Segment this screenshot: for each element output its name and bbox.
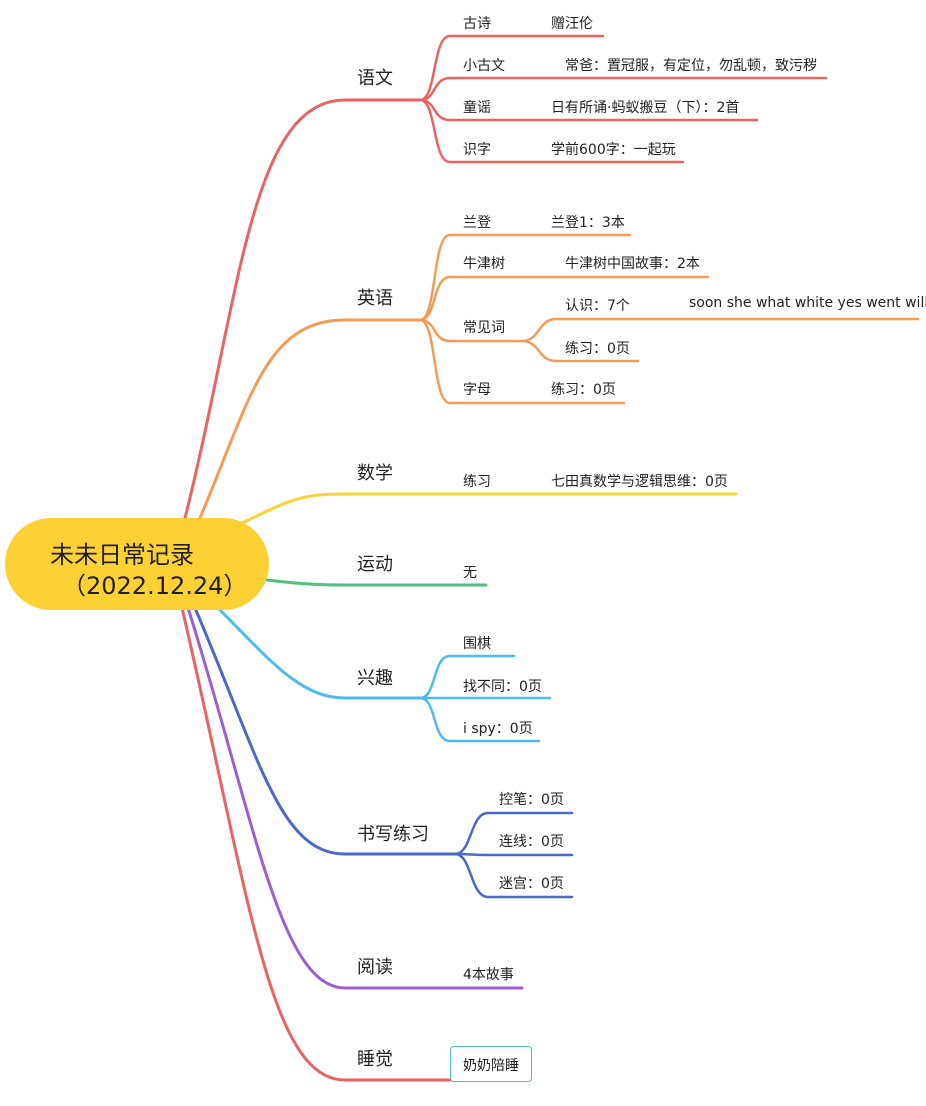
sub-label-landeng[interactable]: 兰登 [463,215,491,231]
sub-label-gushi-books[interactable]: 4本故事 [463,967,514,983]
sub-label-kongbi[interactable]: 控笔：0页 [499,792,564,808]
branch-label-yundong[interactable]: 运动 [357,554,393,575]
sub-label-xiaoguwen[interactable]: 小古文 [463,58,505,74]
connector-migong [453,852,574,899]
sub-label-ispy[interactable]: i spy：0页 [463,721,533,737]
connector-root-yuedu [186,606,524,990]
detail-gushi: 赠汪伦 [551,16,593,32]
root-node[interactable] [5,518,269,610]
sub-label-renshi[interactable]: 认识：7个 [565,298,630,314]
sub-label-niujinshu[interactable]: 牛津树 [463,256,505,272]
branch-label-shuijiao[interactable]: 睡觉 [357,1049,393,1070]
connector-niujinshu [418,275,710,322]
detail-shuxue-lianxi: 七田真数学与逻辑思维：0页 [551,474,728,490]
sub-label-changjianci-lianxi[interactable]: 练习：0页 [565,341,630,357]
detail-landeng: 兰登1：3本 [551,215,625,231]
sub-label-gushi[interactable]: 古诗 [463,16,491,32]
branch-label-yuedu[interactable]: 阅读 [357,957,393,978]
detail-renshi: soon she what white yes went will [689,295,926,311]
connector-weiqi [418,654,516,700]
root-title: 未未日常记录 [50,541,194,569]
connector-shizi [418,98,685,164]
connector-root-yuwen [183,98,422,520]
sub-label-changjianci[interactable]: 常见词 [463,320,505,336]
sub-label-migong[interactable]: 迷宫：0页 [499,876,564,892]
connector-lianxian [453,852,574,857]
connector-kongbi [453,811,574,856]
connector-root-shuijiao [180,606,452,1082]
connector-root-shuxie [193,606,457,856]
branch-label-yuwen[interactable]: 语文 [357,68,393,89]
branch-label-xingqu[interactable]: 兴趣 [357,668,393,689]
sub-label-zimu[interactable]: 字母 [463,382,491,398]
detail-tongyao: 日有所诵·蚂蚁搬豆（下）：2首 [551,100,740,116]
sub-label-shizi[interactable]: 识字 [463,142,491,158]
branch-label-shuxie[interactable]: 书写练习 [357,824,429,845]
connector-landeng [418,233,632,322]
branch-label-shuxue[interactable]: 数学 [357,463,393,484]
sub-label-shuxue-lianxi[interactable]: 练习 [463,474,491,490]
sub-label-tongyao[interactable]: 童谣 [463,100,491,116]
sub-label-zhaobutong[interactable]: 找不同：0页 [463,679,542,695]
connector-root-yundong [265,578,488,587]
connector-xiaoguwen [418,76,828,102]
detail-xiaoguwen: 常爸：置冠服，有定位，勿乱顿，致污秽 [565,58,817,74]
detail-niujinshu: 牛津树中国故事：2本 [565,256,700,272]
connector-root-yingyu [198,318,422,520]
connector-changjianci-lianxi [520,339,640,363]
sub-label-nainai[interactable]: 奶奶陪睡 [463,1058,519,1074]
sub-label-wu[interactable]: 无 [463,565,477,581]
connector-zimu [418,318,626,405]
connector-renshi [520,317,920,343]
sub-label-weiqi[interactable]: 围棋 [463,636,491,652]
sleep-item-box[interactable] [450,1046,532,1082]
connector-root-shuxue [238,492,738,526]
connector-gushi [418,34,605,102]
root-date: （2022.12.24） [62,572,248,600]
connector-ispy [418,696,541,743]
connector-root-xingqu [216,606,422,700]
detail-shizi: 学前600字：一起玩 [551,142,676,158]
sub-label-lianxian[interactable]: 连线：0页 [499,834,564,850]
branch-label-yingyu[interactable]: 英语 [357,288,393,309]
detail-zimu: 练习：0页 [551,382,616,398]
